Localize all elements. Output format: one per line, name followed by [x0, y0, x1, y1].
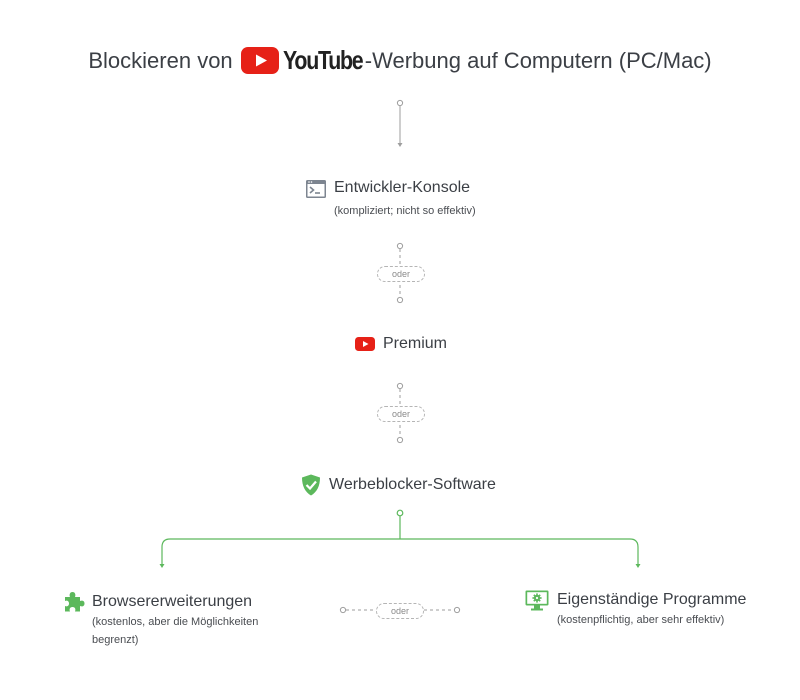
connector-adblock-branch: [159, 509, 641, 568]
shield-check-icon: [302, 474, 320, 496]
node-extensions-label: Browsererweiterungen: [92, 593, 253, 610]
node-premium-label: Premium: [383, 335, 448, 352]
title-suffix: -Werbung auf Computern (PC/Mac): [364, 48, 712, 73]
or-label-2: oder: [377, 406, 425, 422]
youtube-wordmark: YouTube: [282, 45, 364, 76]
terminal-icon: [306, 180, 326, 198]
node-programs-label: Eigenständige Programme: [557, 591, 747, 608]
title-prefix: Blockieren von: [88, 48, 233, 73]
youtube-play-icon: [240, 46, 279, 74]
or-label-1: oder: [377, 266, 425, 282]
node-console-note: (kompliziert; nicht so effektiv): [334, 205, 476, 217]
monitor-gear-icon: [525, 590, 549, 611]
puzzle-icon: [65, 592, 85, 612]
node-extensions-note-2: begrenzt): [92, 634, 139, 646]
connector-title-console: [396, 99, 404, 147]
page-title: Blockieren von YouTube -Werbung auf Comp…: [0, 44, 800, 79]
node-programs-note: (kostenpflichtig, aber sehr effektiv): [557, 614, 725, 626]
youtube-play-icon: [355, 337, 375, 351]
node-adblock-label: Werbeblocker-Software: [329, 476, 496, 493]
or-label-3: oder: [376, 603, 424, 619]
node-extensions-note-1: (kostenlos, aber die Möglichkeiten: [92, 616, 259, 628]
node-console-label: Entwickler-Konsole: [334, 179, 471, 196]
connector-premium-adblock: [396, 382, 404, 444]
youtube-logo: YouTube: [240, 43, 364, 77]
